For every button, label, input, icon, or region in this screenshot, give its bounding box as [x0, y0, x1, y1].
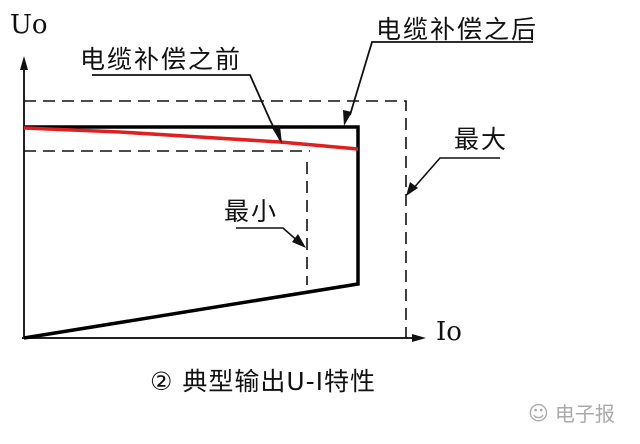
- label-max: 最大: [454, 125, 509, 154]
- wechat-icon: ☺: [528, 400, 549, 425]
- before-leader-line: [92, 74, 281, 141]
- max-limit-dashed: [24, 100, 407, 338]
- y-axis-label: Uo: [10, 10, 48, 40]
- min-leader-arrow: [292, 234, 306, 248]
- before-leader-arrow: [272, 126, 282, 144]
- label-before-compensation: 电缆补偿之前: [80, 45, 243, 74]
- max-leader-line: [411, 157, 500, 191]
- min-leader-line: [236, 227, 301, 244]
- watermark: ☺ 电子报: [528, 398, 615, 427]
- after-leader-arrow: [343, 110, 352, 126]
- watermark-text: 电子报: [554, 402, 615, 426]
- after-leader-line: [349, 41, 533, 116]
- label-after-compensation: 电缆补偿之后: [376, 15, 539, 44]
- before-compensation-curve: [23, 126, 359, 151]
- after-compensation-curve: [23, 125, 360, 340]
- diagram-caption: ② 典型输出U-I特性: [150, 367, 377, 396]
- max-leader-arrow: [406, 182, 418, 196]
- y-axis-arrow: [20, 56, 28, 70]
- label-min: 最小: [224, 197, 279, 226]
- x-axis-arrow: [412, 334, 426, 342]
- x-axis-label: Io: [436, 317, 462, 347]
